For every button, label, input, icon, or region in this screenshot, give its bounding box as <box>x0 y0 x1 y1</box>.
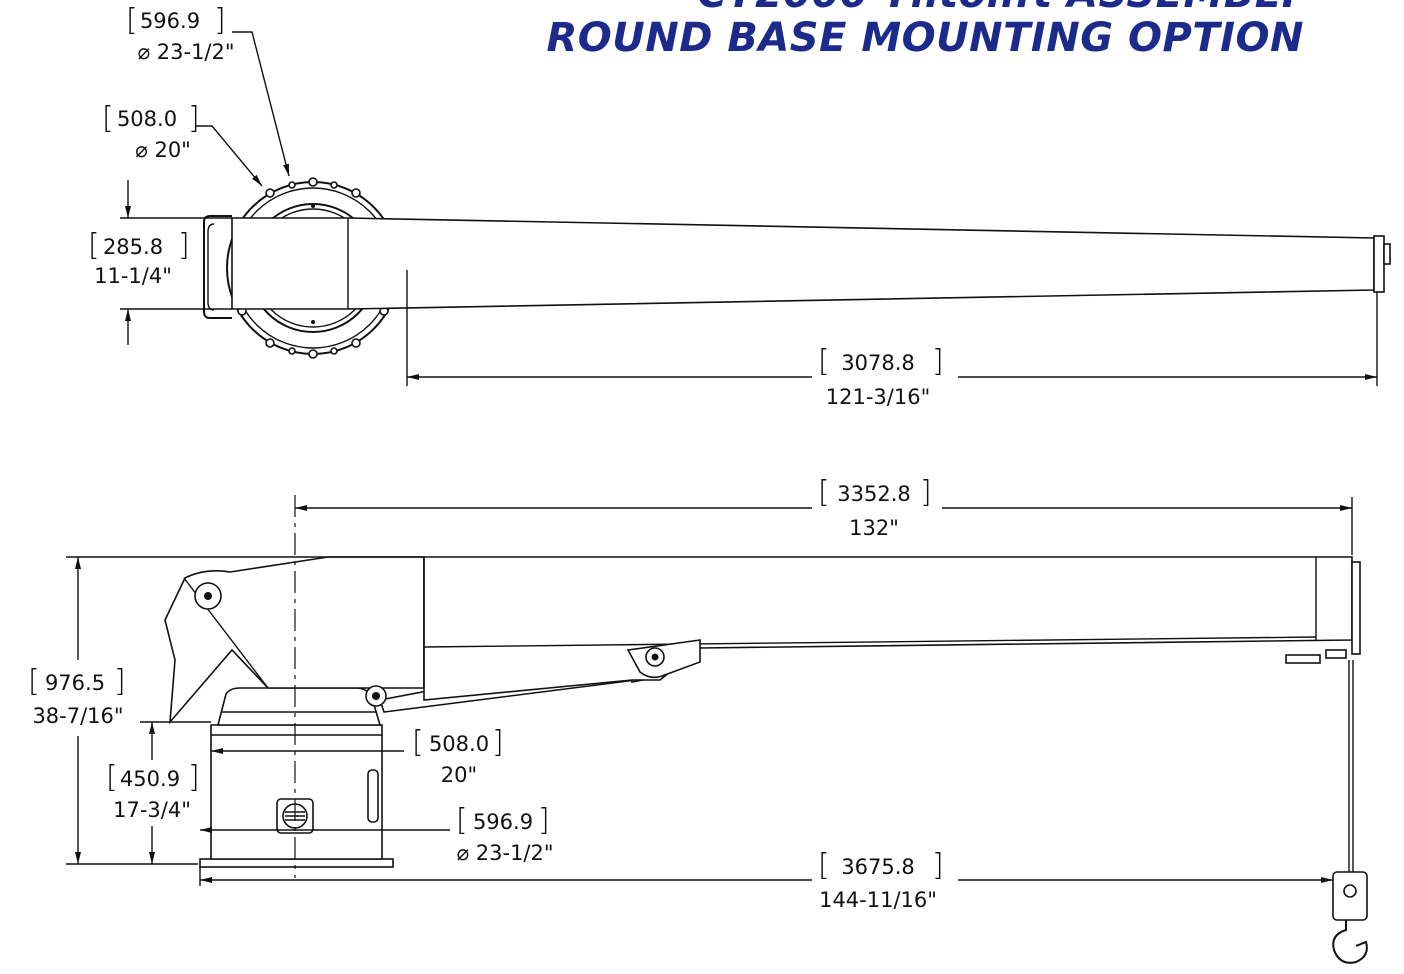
dim-side-height: [ ] 976.5 38-7/16" <box>28 556 328 865</box>
dim-top-width-mm: 285.8 <box>103 235 163 259</box>
dim-side-height-mm: 976.5 <box>45 671 105 695</box>
dim-side-base-height: [ ] 450.9 17-3/4" <box>106 721 211 864</box>
dim-side-total-in: 144-11/16" <box>819 888 937 912</box>
dim-side-base-inner-in: 20" <box>441 763 477 787</box>
svg-text:]: ] <box>188 760 200 795</box>
dim-top-length-mm: 3078.8 <box>841 351 914 375</box>
dim-side-total-mm: 3675.8 <box>841 855 914 879</box>
dim-top-inner-circle: [ ] 508.0 ⌀ 20" <box>102 101 263 187</box>
svg-text:[: [ <box>456 803 468 838</box>
dim-top-length: [ ] 3078.8 121-3/16" <box>406 270 1378 409</box>
svg-text:[: [ <box>818 848 830 883</box>
side-slewing-ring <box>216 687 382 726</box>
side-hook <box>1332 871 1368 964</box>
svg-text:]: ] <box>188 101 200 136</box>
side-boom <box>328 556 1353 701</box>
svg-text:]: ] <box>492 725 504 760</box>
svg-text:[: [ <box>28 664 40 699</box>
top-cylinder-cap <box>203 215 232 319</box>
dim-top-bolt-circle: [ ] 596.9 ⌀ 23-1/2" <box>126 3 290 177</box>
svg-text:[: [ <box>412 725 424 760</box>
dim-side-total: [ ] 3675.8 144-11/16" <box>199 848 1333 912</box>
side-pedestal <box>210 724 383 860</box>
svg-text:[: [ <box>88 228 100 263</box>
top-boom <box>231 217 1375 310</box>
svg-text:]: ] <box>538 803 550 838</box>
dim-top-inner-in: ⌀ 20" <box>135 138 191 162</box>
dim-top-length-in: 121-3/16" <box>826 385 930 409</box>
dim-top-bolt-mm: 596.9 <box>140 9 200 33</box>
svg-text:[: [ <box>818 475 830 510</box>
drawing-title: CT2000 Tiltolift ASSEMBLY ROUND BASE MOU… <box>546 0 1304 58</box>
dim-side-base-inner-mm: 508.0 <box>429 732 489 756</box>
svg-text:]: ] <box>932 344 944 379</box>
svg-text:[: [ <box>106 760 118 795</box>
dim-side-reach: [ ] 3352.8 132" <box>295 475 1353 555</box>
dim-side-base-outer-mm: 596.9 <box>473 810 533 834</box>
dim-side-base-height-mm: 450.9 <box>120 767 180 791</box>
svg-text:[: [ <box>818 344 830 379</box>
side-base-plate <box>199 858 394 868</box>
dim-top-width-in: 11-1/4" <box>94 264 172 288</box>
dim-side-base-inner: [ ] 508.0 20" <box>211 725 504 787</box>
svg-text:]: ] <box>114 664 126 699</box>
svg-text:]: ] <box>214 3 226 38</box>
top-view: [ ] 285.8 11-1/4" [ ] 596.9 ⌀ 23-1/2" [ … <box>88 3 1391 409</box>
dim-top-bolt-in: ⌀ 23-1/2" <box>137 40 234 64</box>
svg-text:[: [ <box>102 101 114 136</box>
side-boom-tip <box>1351 561 1361 655</box>
top-boom-tip <box>1373 235 1385 293</box>
dim-side-base-outer: [ ] 596.9 ⌀ 23-1/2" <box>200 803 554 865</box>
svg-text:]: ] <box>920 475 932 510</box>
side-view: [ ] 3352.8 132" [ ] 976.5 38-7/16" <box>28 475 1368 964</box>
svg-text:[: [ <box>126 3 138 38</box>
title-line-1: CT2000 Tiltolift ASSEMBLY <box>546 0 1304 14</box>
side-pedestal-slot <box>367 769 379 823</box>
dim-side-height-in: 38-7/16" <box>32 704 123 728</box>
svg-text:]: ] <box>932 848 944 883</box>
dim-top-inner-mm: 508.0 <box>117 107 177 131</box>
dim-side-reach-mm: 3352.8 <box>837 482 910 506</box>
dim-side-base-outer-in: ⌀ 23-1/2" <box>456 841 553 865</box>
svg-text:]: ] <box>178 228 190 263</box>
dim-side-base-height-in: 17-3/4" <box>113 798 191 822</box>
title-line-2: ROUND BASE MOUNTING OPTION <box>546 15 1304 61</box>
dim-top-width: [ ] 285.8 11-1/4" <box>88 180 232 345</box>
dim-side-reach-in: 132" <box>849 516 899 540</box>
